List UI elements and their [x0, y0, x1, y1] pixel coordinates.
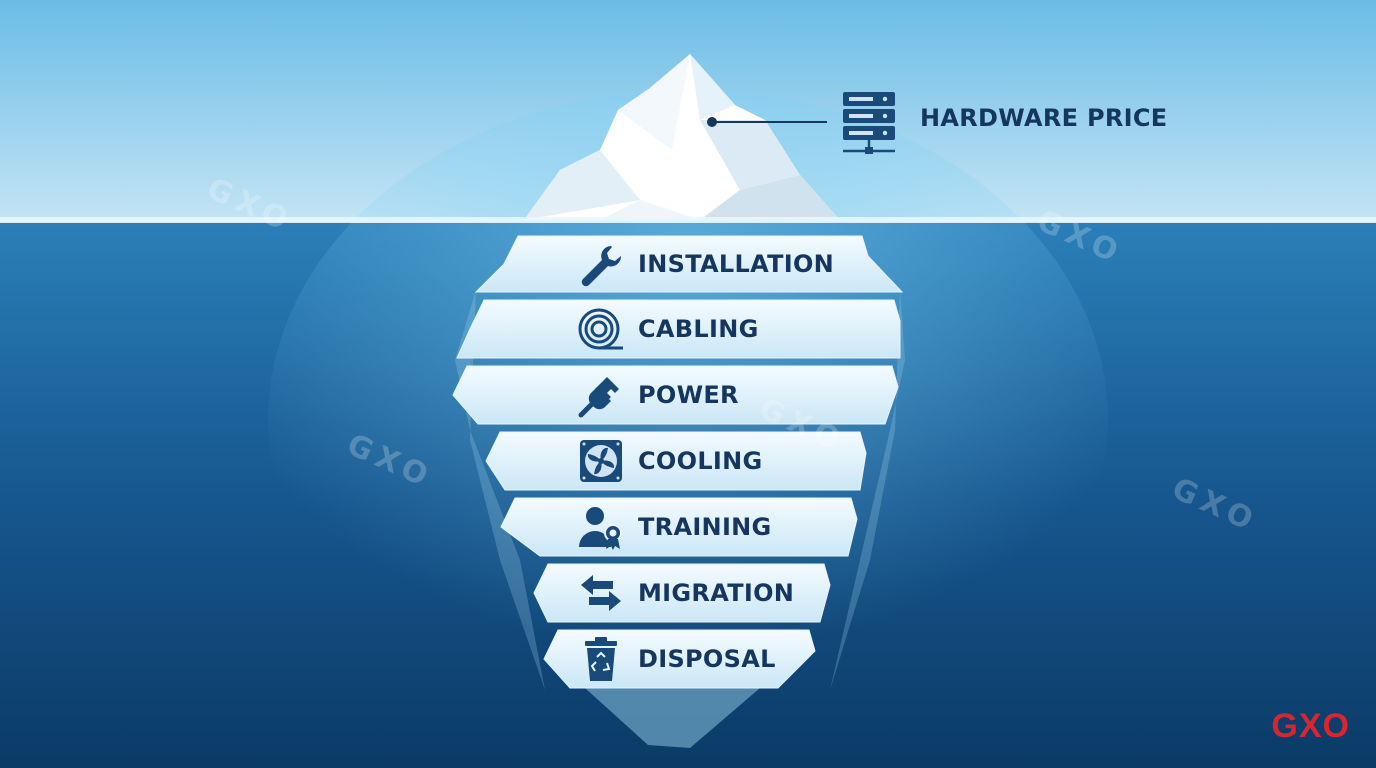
iceberg-layer-migration [533, 563, 831, 623]
waterline [0, 217, 1376, 223]
iceberg-tip [524, 54, 840, 220]
cable-coil-icon [578, 308, 623, 350]
layer-label-cabling: CABLING [638, 315, 759, 343]
layer-label-migration: MIGRATION [638, 579, 795, 607]
transfer-arrows-icon [581, 575, 621, 611]
user-certificate-icon [579, 507, 622, 550]
layer-label-training: TRAINING [638, 513, 772, 541]
brand-logo: GXO [1271, 707, 1350, 745]
hardware-price-label: HARDWARE PRICE [920, 104, 1168, 132]
iceberg-layers [452, 235, 904, 689]
iceberg-bottom-tip [585, 688, 760, 748]
connector-dot [707, 117, 717, 127]
fan-icon [580, 440, 622, 482]
layer-label-cooling: COOLING [638, 447, 763, 475]
iceberg-layer-installation [474, 235, 904, 293]
layer-label-power: POWER [638, 381, 739, 409]
layer-label-installation: INSTALLATION [638, 250, 835, 278]
recycle-bin-icon [585, 637, 617, 681]
server-icon [843, 92, 895, 154]
iceberg-layer-power [452, 365, 899, 425]
layer-label-disposal: DISPOSAL [638, 645, 776, 673]
iceberg-layer-cabling [456, 299, 901, 359]
plug-icon [578, 377, 619, 418]
wrench-icon [581, 246, 622, 287]
